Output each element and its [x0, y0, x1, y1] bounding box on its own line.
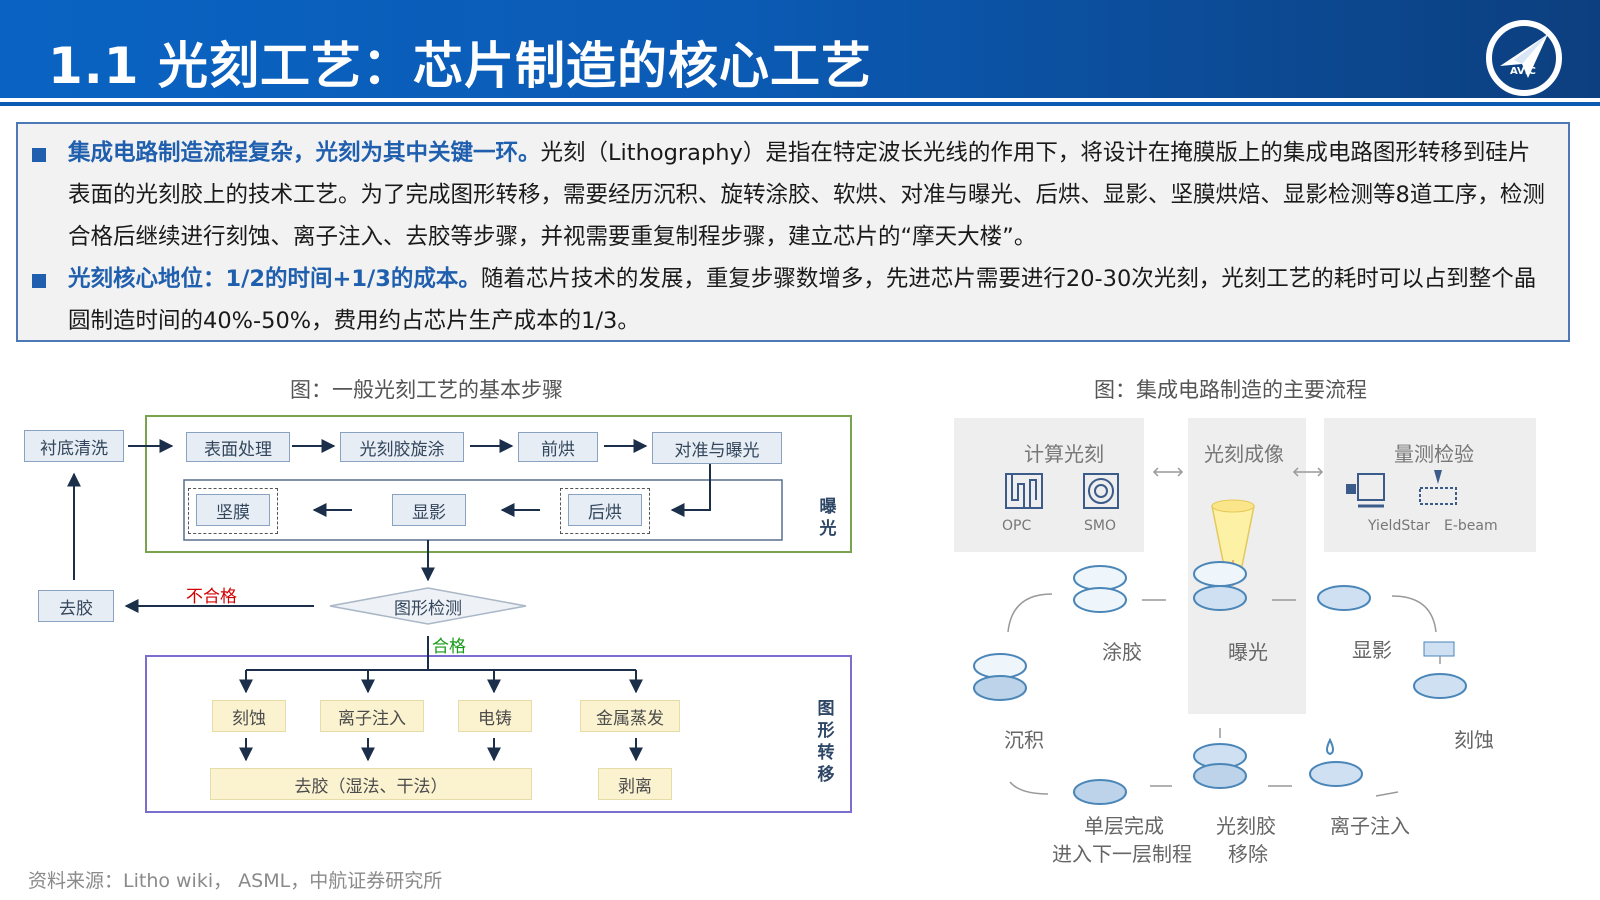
wafer-coating-icon: [1073, 565, 1127, 613]
step-resist-strip-label-1: 光刻胶: [1216, 814, 1276, 838]
exposure-vertical-label: 曝光: [819, 497, 837, 539]
wafer-etch-icon: [1413, 641, 1467, 699]
summary-highlight-2: 光刻核心地位：1/2的时间+1/3的成本。: [68, 266, 481, 292]
wafer-layer-done-icon: [1073, 779, 1127, 805]
bullet-square-icon: [32, 274, 46, 288]
post-bake-dashed-frame: [560, 488, 650, 534]
step-deposition-label: 沉积: [1004, 728, 1044, 752]
summary-highlight-1: 集成电路制造流程复杂，光刻为其中关键一环。: [68, 140, 541, 166]
summary-paragraph-2: 光刻核心地位：1/2的时间+1/3的成本。随着芯片技术的发展，重复步骤数增多，先…: [32, 258, 1548, 342]
step-ion-implant: 离子注入: [320, 700, 424, 732]
yieldstar-label: YieldStar: [1368, 518, 1431, 534]
panel-metrology: [1324, 418, 1536, 552]
left-flowchart-lines: [67, 415, 852, 813]
step-metal-evap: 金属蒸发: [580, 700, 680, 732]
opc-icon: [1005, 473, 1043, 509]
transfer-frame: [145, 655, 852, 813]
smo-icon: [1083, 473, 1119, 509]
step-post-bake: 后烘: [568, 494, 642, 526]
source-note: 资料来源：Litho wiki， ASML，中航证券研究所: [28, 870, 443, 892]
step-resist-strip-label-2: 移除: [1228, 842, 1268, 866]
step-layer-done-label-2: 进入下一层制程: [1052, 842, 1192, 866]
step-spin-coat: 光刻胶旋涂: [340, 432, 464, 462]
avic-logo: [1486, 20, 1562, 96]
header-divider-blue: [0, 102, 1600, 106]
wafer-develop-icon: [1317, 585, 1371, 611]
litho-imaging-title: 光刻成像: [1204, 442, 1284, 466]
step-strip-wet-dry: 去胶（湿法、干法）: [210, 768, 532, 800]
step-layer-done-label-1: 单层完成: [1084, 814, 1164, 838]
page-title: 1.1 光刻工艺：芯片制造的核心工艺: [48, 37, 872, 95]
fail-label: 不合格: [186, 587, 237, 607]
logo-text: AVIC: [1510, 66, 1536, 77]
step-inspect: 图形检测: [394, 598, 462, 619]
wafer-resist-strip-icon: [1193, 743, 1247, 789]
hard-bake-dashed-frame: [188, 488, 278, 534]
step-etch: 刻蚀: [212, 700, 286, 732]
ebeam-icon: [1419, 470, 1457, 505]
right-process-graphics: [973, 467, 1467, 805]
step-hard-bake: 坚膜: [196, 494, 270, 526]
wafer-deposition-icon: [973, 653, 1027, 701]
header-bar: [0, 0, 1600, 106]
step-develop: 显影: [392, 494, 466, 526]
metrology-title: 量测检验: [1394, 442, 1474, 466]
step-substrate-clean: 衬底清洗: [24, 430, 124, 462]
pass-label: 合格: [432, 637, 466, 657]
yieldstar-icon: [1346, 473, 1385, 508]
step-prebake: 前烘: [518, 432, 598, 462]
comp-litho-title: 计算光刻: [1024, 442, 1104, 466]
step-lift-off: 剥离: [598, 768, 672, 800]
step-align-expose: 对准与曝光: [652, 432, 782, 464]
left-figure-caption: 图：一般光刻工艺的基本步骤: [290, 378, 563, 402]
summary-box: 集成电路制造流程复杂，光刻为其中关键一环。光刻（Lithography）是指在特…: [16, 122, 1570, 342]
summary-text-2: 随着芯片技术的发展，重复步骤数增多，先进芯片需要进行20-30次光刻，光刻工艺的…: [68, 266, 1537, 334]
step-exposure-label: 曝光: [1228, 640, 1268, 664]
step-surface-treat: 表面处理: [186, 432, 290, 462]
smo-label: SMO: [1084, 518, 1116, 534]
step-electroplate: 电铸: [458, 700, 532, 732]
step-etch-label: 刻蚀: [1454, 728, 1494, 752]
ebeam-label: E-beam: [1444, 518, 1498, 534]
step-develop-label: 显影: [1352, 638, 1392, 662]
step-strip: 去胶: [38, 590, 114, 622]
summary-text-1: 光刻（Lithography）是指在特定波长光线的作用下，将设计在掩膜版上的集成…: [68, 140, 1545, 250]
step-coating-label: 涂胶: [1102, 640, 1142, 664]
plane-icon: [1500, 34, 1548, 78]
opc-label: OPC: [1002, 518, 1032, 534]
lens-icon: [1211, 499, 1255, 586]
transfer-vertical-label: 图形转移: [817, 699, 835, 785]
wafer-ion-implant-icon: [1309, 737, 1363, 787]
summary-paragraph-1: 集成电路制造流程复杂，光刻为其中关键一环。光刻（Lithography）是指在特…: [32, 132, 1548, 258]
wafer-exposure-icon: [1193, 561, 1247, 611]
bullet-square-icon: [32, 148, 46, 162]
step-ion-implant-label: 离子注入: [1330, 814, 1410, 838]
right-figure-caption: 图：集成电路制造的主要流程: [1094, 378, 1367, 402]
bake-frame: [183, 479, 783, 541]
exposure-frame: [145, 415, 852, 553]
inspect-diamond: [329, 587, 527, 625]
